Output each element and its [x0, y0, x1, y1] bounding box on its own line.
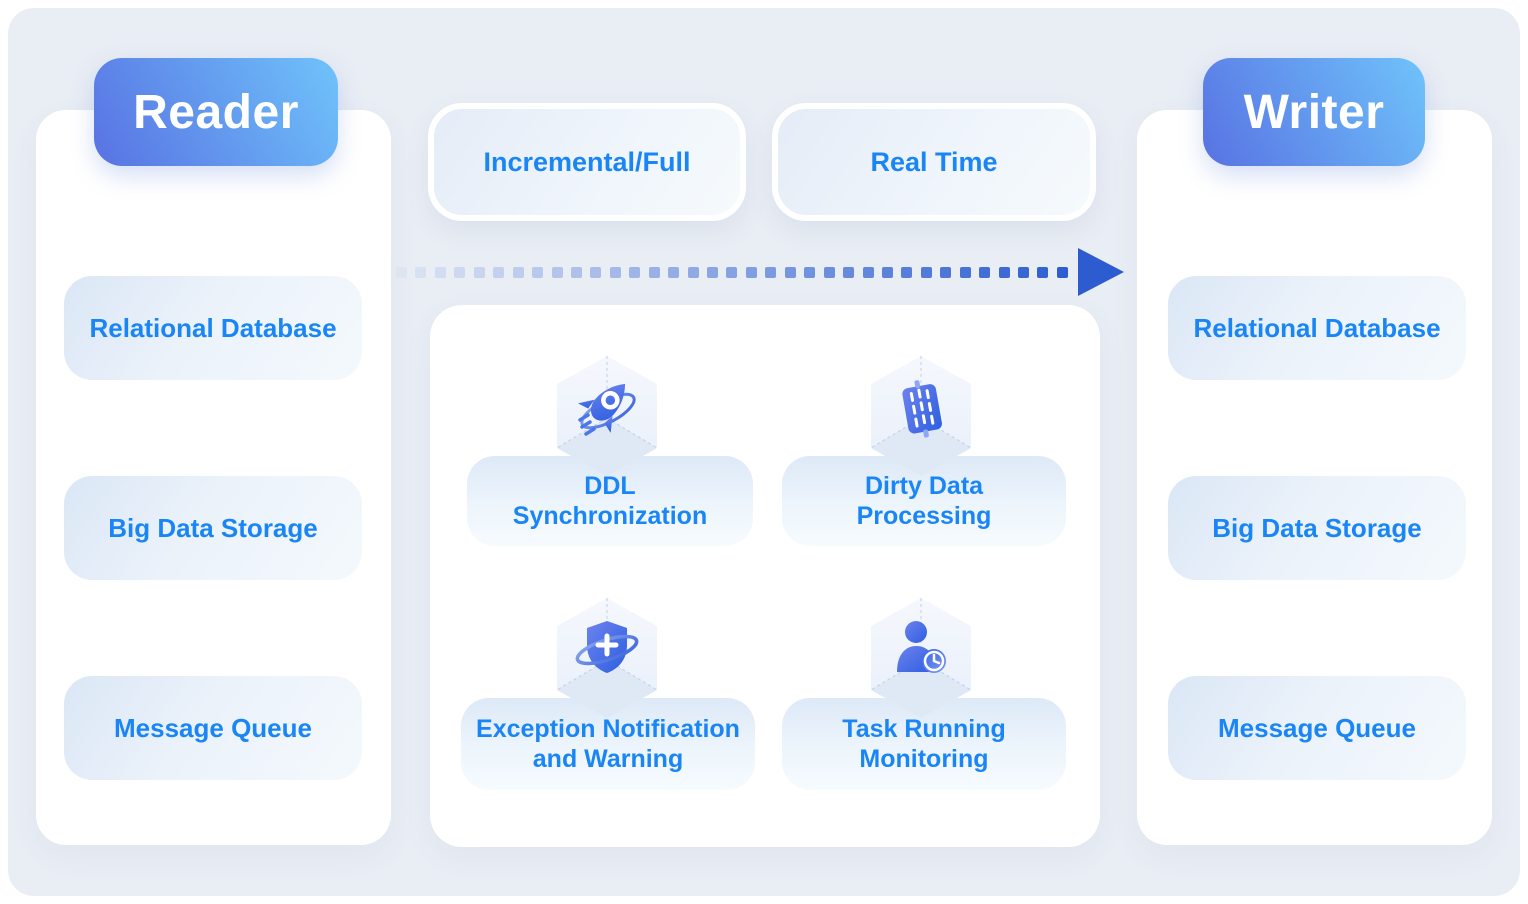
arrow-dot	[726, 266, 738, 278]
writer-item-label: Relational Database	[1193, 312, 1441, 343]
arrow-dot	[434, 266, 446, 278]
arrow-dot	[959, 266, 971, 278]
reader-item-big-data-storage: Big Data Storage	[64, 476, 362, 580]
arrow-dot	[765, 266, 777, 278]
writer-item-big-data-storage: Big Data Storage	[1168, 476, 1466, 580]
writer-item-label: Big Data Storage	[1212, 512, 1422, 543]
isometric-cube	[868, 354, 974, 478]
arrow-dot	[590, 266, 602, 278]
user-clock-icon	[897, 621, 946, 673]
arrow-dot	[570, 266, 582, 278]
feature-exception-notification-warning: Exception Notification and Warning	[461, 698, 755, 790]
arrow-dot	[1018, 266, 1029, 278]
arrow-dot	[668, 266, 680, 278]
arrow-dot	[1056, 266, 1068, 278]
arrow-dot	[843, 266, 855, 278]
feature-label: Dirty Data Processing	[856, 472, 992, 530]
reader-item-label: Message Queue	[114, 712, 312, 743]
isometric-cube	[868, 596, 974, 720]
arrow-dot	[881, 266, 893, 278]
mode-pill-real-time: Real Time	[772, 103, 1096, 221]
arrow-dot	[862, 266, 874, 278]
arrow-dot	[396, 266, 407, 278]
arrow-dot	[1037, 266, 1049, 278]
rocket-icon	[577, 383, 636, 436]
mode-pill-incremental-full: Incremental/Full	[428, 103, 746, 221]
arrow-dot	[415, 266, 427, 278]
reader-item-label: Relational Database	[89, 312, 337, 343]
writer-item-message-queue: Message Queue	[1168, 676, 1466, 780]
feature-dirty-data-processing: Dirty Data Processing	[782, 456, 1066, 546]
arrow-dot	[648, 266, 660, 278]
arrow-dot	[784, 266, 796, 278]
arrow-dot	[532, 266, 544, 278]
arrow-dot	[823, 266, 835, 278]
mode-label: Incremental/Full	[483, 146, 691, 177]
arrow-dot	[745, 266, 757, 278]
arrow-dot	[940, 266, 952, 278]
arrow-dot	[687, 266, 699, 278]
arrow-dot	[804, 266, 816, 278]
reader-title: Reader	[133, 85, 299, 139]
arrow-dot	[454, 266, 466, 278]
arrow-dot	[998, 266, 1010, 278]
mode-label: Real Time	[870, 146, 998, 177]
arrow-dot	[920, 266, 932, 278]
feature-label: DDL Synchronization	[512, 472, 708, 530]
feature-label: Exception Notification and Warning	[476, 715, 740, 773]
writer-title: Writer	[1243, 85, 1385, 139]
arrow-dot	[473, 266, 485, 278]
reader-item-relational-database: Relational Database	[64, 276, 362, 380]
writer-item-label: Message Queue	[1218, 712, 1416, 743]
flow-arrow-head	[1078, 248, 1124, 296]
reader-item-label: Big Data Storage	[108, 512, 318, 543]
isometric-cube	[554, 596, 660, 720]
reader-badge: Reader	[94, 58, 338, 166]
arrow-dot	[512, 266, 524, 278]
writer-badge: Writer	[1203, 58, 1425, 166]
arrow-dot	[901, 266, 913, 278]
data-columns-icon	[902, 380, 942, 438]
reader-item-message-queue: Message Queue	[64, 676, 362, 780]
shield-plus-icon	[575, 621, 639, 673]
isometric-cube	[554, 354, 660, 478]
flow-arrow-dots	[396, 266, 1068, 278]
writer-item-relational-database: Relational Database	[1168, 276, 1466, 380]
arrow-dot	[629, 266, 641, 278]
arrow-dot	[979, 266, 991, 278]
arrow-dot	[551, 266, 563, 278]
feature-label: Task Running Monitoring	[842, 715, 1006, 773]
arrow-dot	[609, 266, 621, 278]
arrow-dot	[493, 266, 505, 278]
arrow-dot	[707, 266, 718, 278]
